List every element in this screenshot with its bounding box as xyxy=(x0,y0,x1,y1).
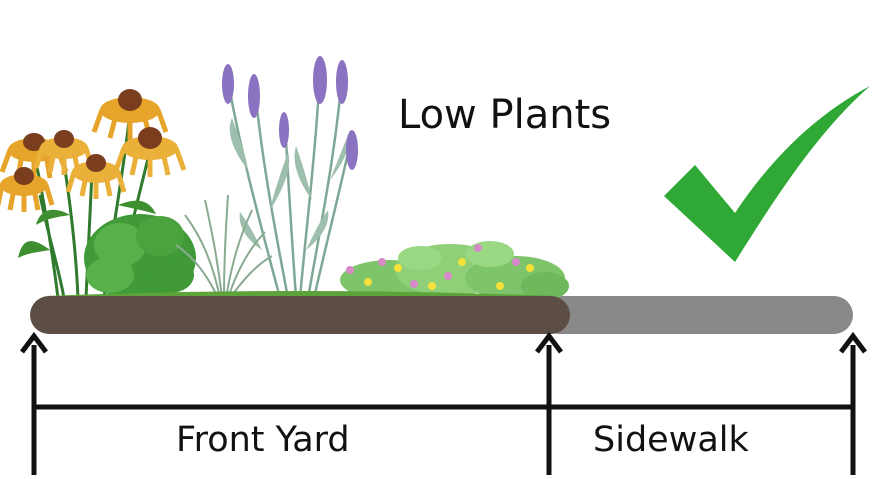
grass-edge xyxy=(44,291,556,296)
lavender-spike xyxy=(279,112,289,148)
measure-arrows xyxy=(20,331,867,475)
lavender-spike xyxy=(313,56,327,104)
coneflower-bloom xyxy=(0,167,55,212)
coneflower-bloom xyxy=(113,127,187,177)
sidewalk-strip xyxy=(540,296,853,334)
coneflower-bloom xyxy=(65,154,127,199)
lavender-spike xyxy=(222,64,234,104)
lavender-spike xyxy=(248,74,260,118)
lavender-cluster xyxy=(222,56,358,299)
sidewalk-label: Sidewalk xyxy=(593,420,749,460)
shrub xyxy=(84,214,196,302)
front-yard-soil xyxy=(30,296,570,334)
lavender-spike xyxy=(346,130,358,170)
middle-arrow-head xyxy=(535,331,563,354)
coneflower-bloom xyxy=(91,89,169,140)
check-mark-icon xyxy=(664,86,870,262)
groundcover xyxy=(340,241,569,300)
front-yard-label: Front Yard xyxy=(176,420,350,460)
coneflower-bloom xyxy=(33,130,95,175)
left-arrow-head xyxy=(20,331,48,354)
coneflower-cluster xyxy=(0,89,187,299)
diagram-title: Low Plants xyxy=(398,92,612,138)
lavender-spike xyxy=(336,60,348,104)
right-arrow-head xyxy=(839,331,867,354)
